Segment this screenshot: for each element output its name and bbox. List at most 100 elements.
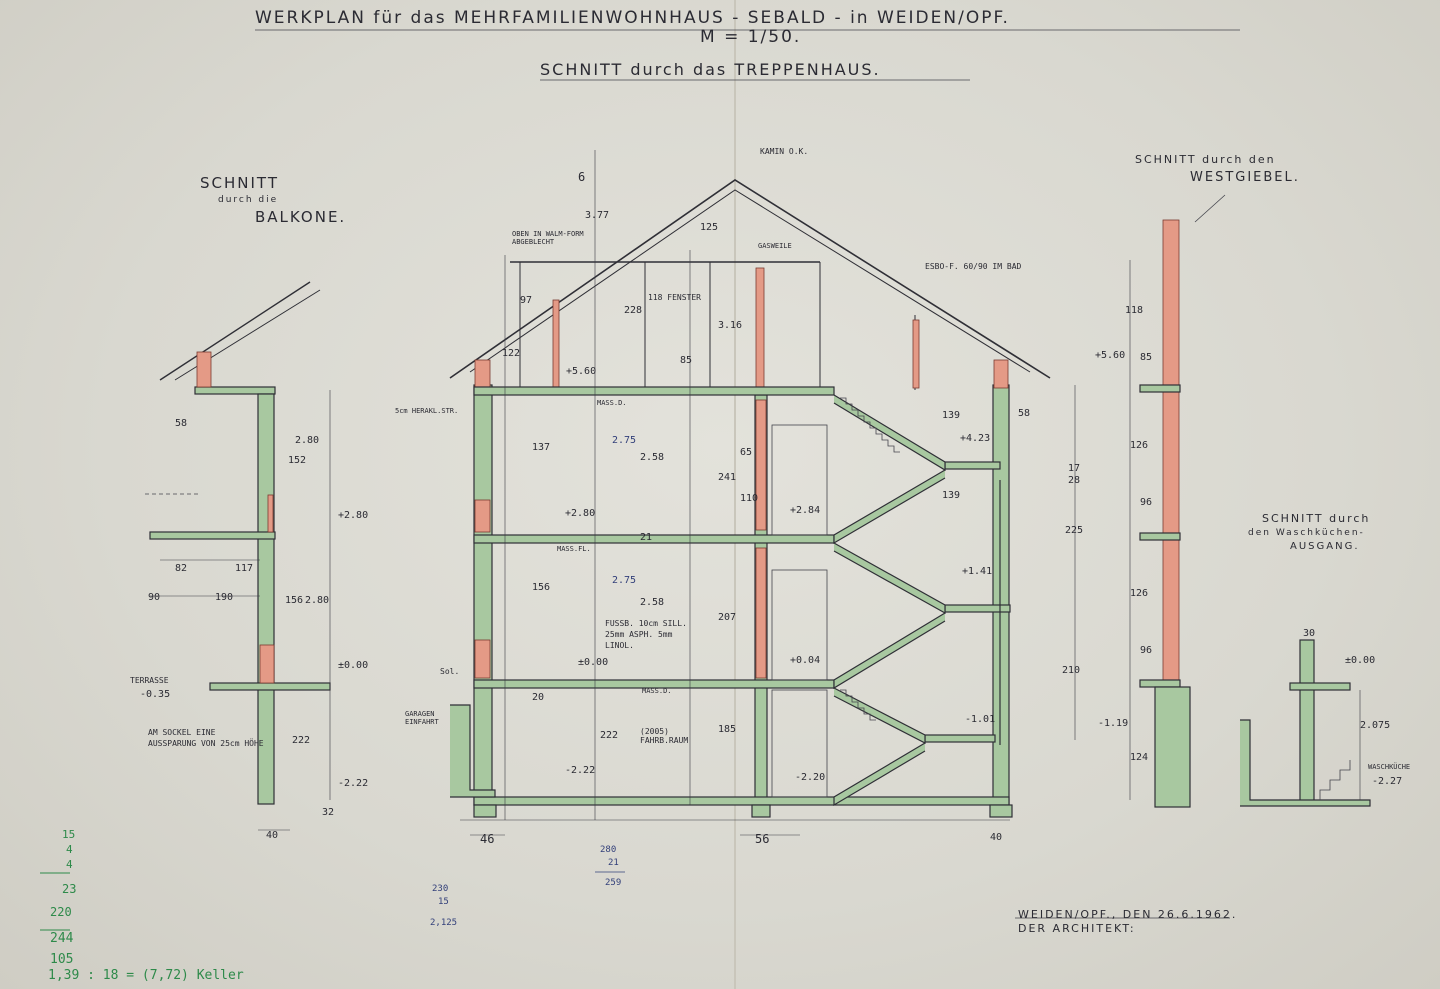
balcony-slab-top bbox=[194, 386, 276, 395]
balcony-level-280: +2.80 bbox=[338, 510, 369, 521]
laundry-dim-2075: 2.075 bbox=[1360, 720, 1391, 731]
roof-outline bbox=[449, 179, 1051, 379]
dim-65: 65 bbox=[740, 447, 753, 458]
green-calc-2: 4 bbox=[66, 858, 73, 871]
blue-calc-a-0: 230 bbox=[432, 884, 449, 894]
dim-275-b: 2.75 bbox=[612, 575, 637, 586]
garage-entry-note: GARAGEN EINFAHRT bbox=[405, 710, 439, 726]
slab-attic bbox=[473, 386, 835, 396]
gable-dim-96-a: 96 bbox=[1140, 497, 1153, 508]
balcony-level-222: -2.22 bbox=[338, 778, 369, 789]
balcony-dim-156: 156 bbox=[285, 595, 304, 606]
green-calc-3: 23 bbox=[62, 882, 77, 896]
dim-241: 241 bbox=[718, 472, 737, 483]
mass-d-note-2: MASS.D. bbox=[642, 687, 672, 695]
gasweile-note: GASWEILE bbox=[758, 242, 792, 250]
gable-basement-wall bbox=[1154, 686, 1191, 808]
level-plus-004: +0.04 bbox=[790, 655, 821, 666]
sockel-note: AM SOCKEL EINE AUSSPARUNG VON 25cm HÖHE bbox=[148, 728, 264, 748]
balcony-dim-40: 40 bbox=[266, 830, 279, 841]
blue-calc-b-1: 21 bbox=[608, 858, 619, 868]
dim-20: 20 bbox=[532, 692, 545, 703]
dim-58-main: 58 bbox=[1018, 408, 1031, 419]
laundry-wall bbox=[1299, 639, 1315, 806]
footing-mid bbox=[751, 804, 771, 818]
signature-place-date: WEIDEN/OPF., DEN 26.6.1962. bbox=[1018, 908, 1238, 921]
level-plus-560: +5.60 bbox=[566, 366, 597, 377]
brick-left-2 bbox=[474, 639, 491, 679]
balcony-dim-280-b: 2.80 bbox=[305, 595, 330, 606]
gable-slab-3 bbox=[1139, 679, 1181, 688]
level-minus-220: -2.20 bbox=[795, 772, 826, 783]
dim-222: 222 bbox=[600, 730, 619, 741]
green-calc-5: 244 bbox=[50, 931, 74, 946]
slab-second bbox=[473, 534, 835, 544]
balcony-title-1: SCHNITT bbox=[200, 174, 279, 192]
dim-110: 110 bbox=[740, 493, 759, 504]
dim-139-b: 139 bbox=[942, 490, 961, 501]
west-gable-section bbox=[1129, 194, 1226, 808]
dim-28: 28 bbox=[1068, 475, 1081, 486]
blue-calc-a-2: 2,125 bbox=[430, 918, 458, 928]
stair-flight-3 bbox=[833, 542, 946, 615]
stair-treads-1 bbox=[840, 397, 900, 453]
green-calc-6: 105 bbox=[50, 952, 74, 967]
balcony-roof bbox=[159, 281, 311, 381]
dim-210: 210 bbox=[1062, 665, 1081, 676]
dim-137: 137 bbox=[532, 442, 551, 453]
stair-treads-5 bbox=[840, 689, 876, 721]
balcony-section bbox=[145, 281, 331, 831]
door-opening-2 bbox=[771, 569, 828, 681]
dim-377: 3.77 bbox=[585, 210, 610, 221]
mass-d-note-1: MASS.D. bbox=[597, 399, 627, 407]
hipped-roof-note: OBEN IN WALM-FORM ABGEBLECHT bbox=[512, 230, 584, 246]
gable-dim-126-b: 126 bbox=[1130, 588, 1149, 599]
dim-316: 3.16 bbox=[718, 320, 743, 331]
level-pm-000: ±0.00 bbox=[578, 657, 609, 668]
stair-flight-4 bbox=[833, 612, 946, 690]
gable-arrow bbox=[1194, 194, 1226, 223]
dim-97: 97 bbox=[520, 295, 533, 306]
level-plus-423: +4.23 bbox=[960, 433, 991, 444]
gable-dim-118: 118 bbox=[1125, 305, 1144, 316]
attic-brick-left bbox=[552, 299, 560, 389]
blue-calc-a-1: 15 bbox=[438, 897, 449, 907]
gable-dim-126-a: 126 bbox=[1130, 440, 1149, 451]
balcony-dim-58: 58 bbox=[175, 418, 188, 429]
chimney-note: KAMIN O.K. bbox=[760, 147, 809, 156]
dim-6: 6 bbox=[578, 170, 586, 184]
gable-title-1: SCHNITT durch den bbox=[1135, 153, 1276, 166]
balcony-title-3: BALKONE. bbox=[255, 208, 347, 226]
balcony-dim-222: 222 bbox=[292, 735, 311, 746]
blue-calc-b-0: 280 bbox=[600, 845, 617, 855]
green-calc-1: 4 bbox=[66, 843, 73, 856]
slab-basement bbox=[473, 796, 1010, 806]
door-opening-3 bbox=[771, 689, 828, 798]
dim-156: 156 bbox=[532, 582, 551, 593]
brick-inner-1 bbox=[755, 399, 767, 531]
laundry-slab bbox=[1289, 682, 1351, 691]
balcony-slab-1 bbox=[149, 531, 276, 540]
stair-flight-1 bbox=[833, 394, 946, 472]
laundry-dim-30: 30 bbox=[1303, 628, 1316, 639]
green-calc-4: 220 bbox=[50, 905, 72, 919]
outer-wall-left bbox=[473, 384, 493, 806]
gable-slab-1 bbox=[1139, 384, 1181, 393]
blue-calc-b-2: 259 bbox=[605, 878, 622, 888]
balcony-brick-mid bbox=[267, 494, 274, 533]
window-note: 118 FENSTER bbox=[648, 293, 701, 302]
fahrb-raum-note: (2005) FAHRB.RAUM bbox=[640, 727, 689, 745]
laundry-pit bbox=[1240, 719, 1371, 807]
sol-note: Sol. bbox=[440, 667, 460, 676]
level-minus-227: -2.27 bbox=[1372, 776, 1403, 787]
terrace-note: TERRASSE bbox=[130, 676, 169, 685]
dim-21: 21 bbox=[640, 532, 653, 543]
level-minus-035: -0.35 bbox=[140, 689, 171, 700]
balcony-slab-ground bbox=[209, 682, 331, 691]
drawing-title: WERKPLAN für das MEHRFAMILIENWOHNHAUS - … bbox=[255, 8, 1010, 28]
dim-185: 185 bbox=[718, 724, 737, 735]
green-calc-0: 15 bbox=[62, 828, 76, 841]
heraklith-note: 5cm HERAKL.STR. bbox=[395, 407, 459, 415]
